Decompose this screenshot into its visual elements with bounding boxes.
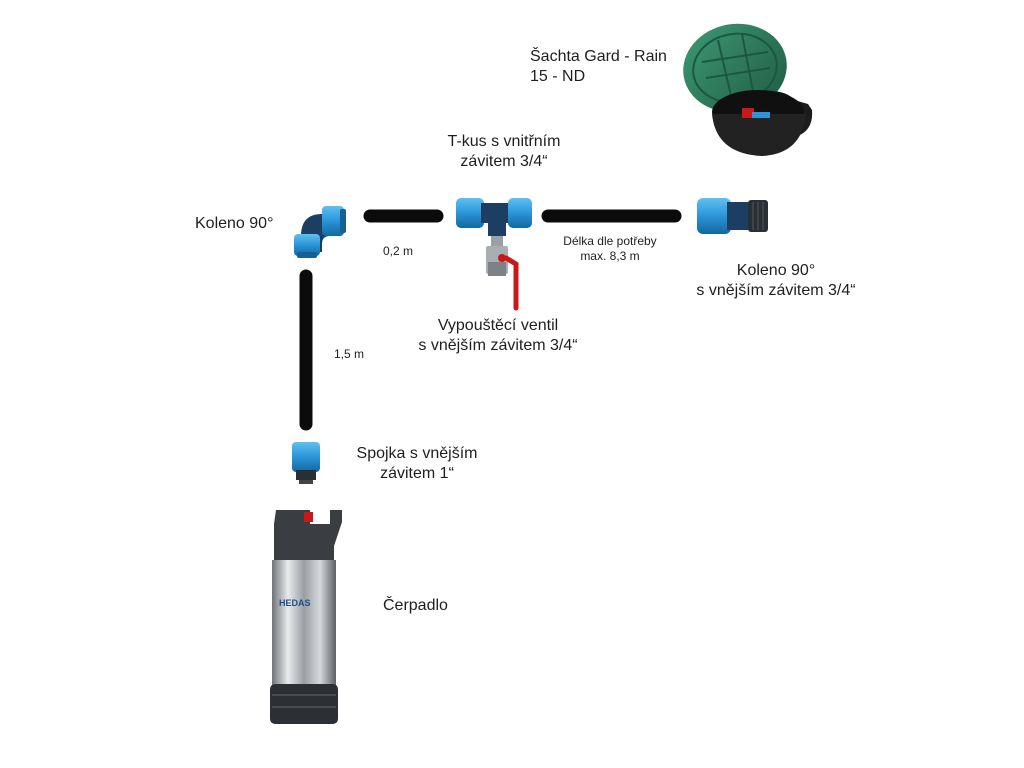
elbow-left-label: Koleno 90° <box>195 214 273 234</box>
tee-label: T-kus s vnitřním závitem 3/4“ <box>428 132 580 172</box>
pipe-vertical-label: 1,5 m <box>334 347 364 362</box>
pump-label: Čerpadlo <box>383 596 448 616</box>
tee-label-line2: závitem 3/4“ <box>460 153 548 170</box>
pipe-long-label-line2: max. 8,3 m <box>580 249 640 263</box>
coupling-label-line1: Spojka s vnějším <box>356 445 478 462</box>
valve-label: Vypouštěcí ventil s vnějším závitem 3/4“ <box>400 316 596 356</box>
elbow-left-fitting <box>294 206 346 258</box>
elbow-right-label-line1: Koleno 90° <box>736 262 816 279</box>
manhole-label-line1: Šachta Gard - Rain <box>530 48 667 65</box>
coupling-label-line2: závitem 1“ <box>380 465 454 482</box>
elbow-right-fitting <box>697 198 768 234</box>
pump-brand-text: HEDAS <box>279 598 311 608</box>
pump-label-text: Čerpadlo <box>383 597 448 614</box>
pipe-long-label-line1: Délka dle potřeby <box>563 234 657 248</box>
drain-valve <box>486 236 519 311</box>
elbow-left-label-text: Koleno 90° <box>195 215 274 232</box>
elbow-right-label: Koleno 90° s vnějším závitem 3/4“ <box>680 261 872 301</box>
tee-fitting <box>456 198 532 236</box>
valve-label-line2: s vnějším závitem 3/4“ <box>418 337 578 354</box>
coupling-label: Spojka s vnějším závitem 1“ <box>346 444 488 484</box>
manhole-label: Šachta Gard - Rain 15 - ND <box>530 47 667 87</box>
pump-image: HEDAS <box>270 510 342 724</box>
tee-label-line1: T-kus s vnitřním <box>447 133 561 150</box>
pipe-short-label: 0,2 m <box>383 244 413 259</box>
coupling-fitting <box>292 442 320 484</box>
valve-label-line1: Vypouštěcí ventil <box>437 317 559 334</box>
manhole-label-line2: 15 - ND <box>530 68 586 85</box>
elbow-right-label-line2: s vnějším závitem 3/4“ <box>696 282 856 299</box>
pipe-short-label-text: 0,2 m <box>383 244 414 258</box>
pipe-long-label: Délka dle potřeby max. 8,3 m <box>548 234 672 264</box>
pipe-vertical-label-text: 1,5 m <box>334 347 365 361</box>
manhole-image <box>683 23 813 156</box>
